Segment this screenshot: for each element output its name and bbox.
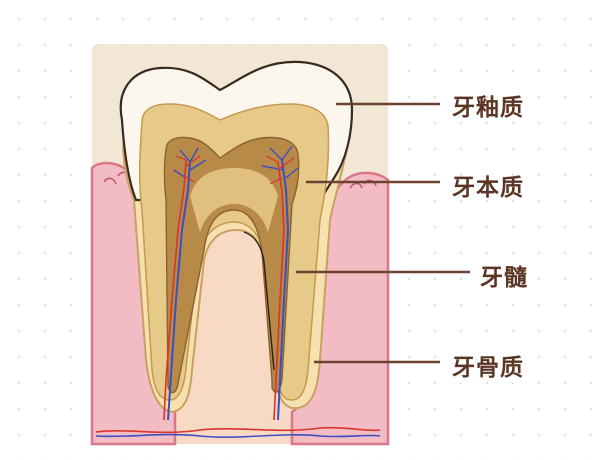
- nerve-right: [277, 159, 290, 421]
- vessel-left: [163, 159, 187, 421]
- pulp-outline-accent: [243, 231, 275, 371]
- label-pulp: 牙髓: [480, 265, 528, 291]
- vessel-branches-left: [175, 155, 201, 183]
- label-enamel: 牙釉质: [452, 95, 524, 121]
- nerve-branches-left: [173, 147, 207, 179]
- vessel-branches-right: [265, 155, 295, 185]
- label-cementum: 牙骨质: [452, 355, 524, 381]
- nerve-base: [95, 433, 381, 438]
- vessel-right: [273, 161, 285, 421]
- vessel-base: [95, 426, 381, 434]
- label-dentin: 牙本质: [452, 175, 524, 201]
- pulp-inner-dentin: [190, 168, 278, 232]
- nerve-branches-right: [261, 145, 299, 179]
- nerve-left: [167, 161, 191, 421]
